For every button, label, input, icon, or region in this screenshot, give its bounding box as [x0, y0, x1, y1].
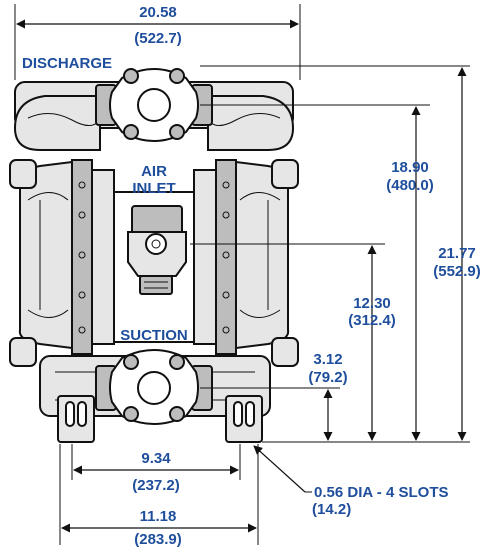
overall-width-mm: (522.7): [134, 30, 182, 47]
slots-in: 0.56 DIA - 4 SLOTS: [314, 484, 448, 501]
inner-mount-width-in: 9.34: [141, 450, 171, 467]
suction-height-in: 3.12: [313, 351, 342, 368]
dimension-lines: [14, 4, 470, 545]
air-inlet-height-in: 12.30: [353, 295, 391, 312]
discharge-height-in: 18.90: [391, 159, 429, 176]
air-inlet-height-mm: (312.4): [348, 312, 396, 329]
outer-mount-width-mm: (283.9): [134, 531, 182, 548]
inlet-label: INLET: [132, 180, 175, 197]
inner-mount-width-mm: (237.2): [132, 477, 180, 494]
outer-mount-width-in: 11.18: [140, 508, 177, 525]
discharge-height-mm: (480.0): [386, 177, 434, 194]
slots-mm: (14.2): [312, 501, 351, 518]
discharge-label: DISCHARGE: [22, 55, 112, 72]
overall-width-in: 20.58: [139, 4, 177, 21]
overall-height-mm: (552.9): [433, 263, 481, 280]
air-label: AIR: [141, 163, 167, 180]
suction-label: SUCTION: [120, 327, 188, 344]
overall-height-in: 21.77: [438, 245, 476, 262]
pump-body: [9, 68, 299, 443]
suction-height-mm: (79.2): [308, 369, 347, 386]
